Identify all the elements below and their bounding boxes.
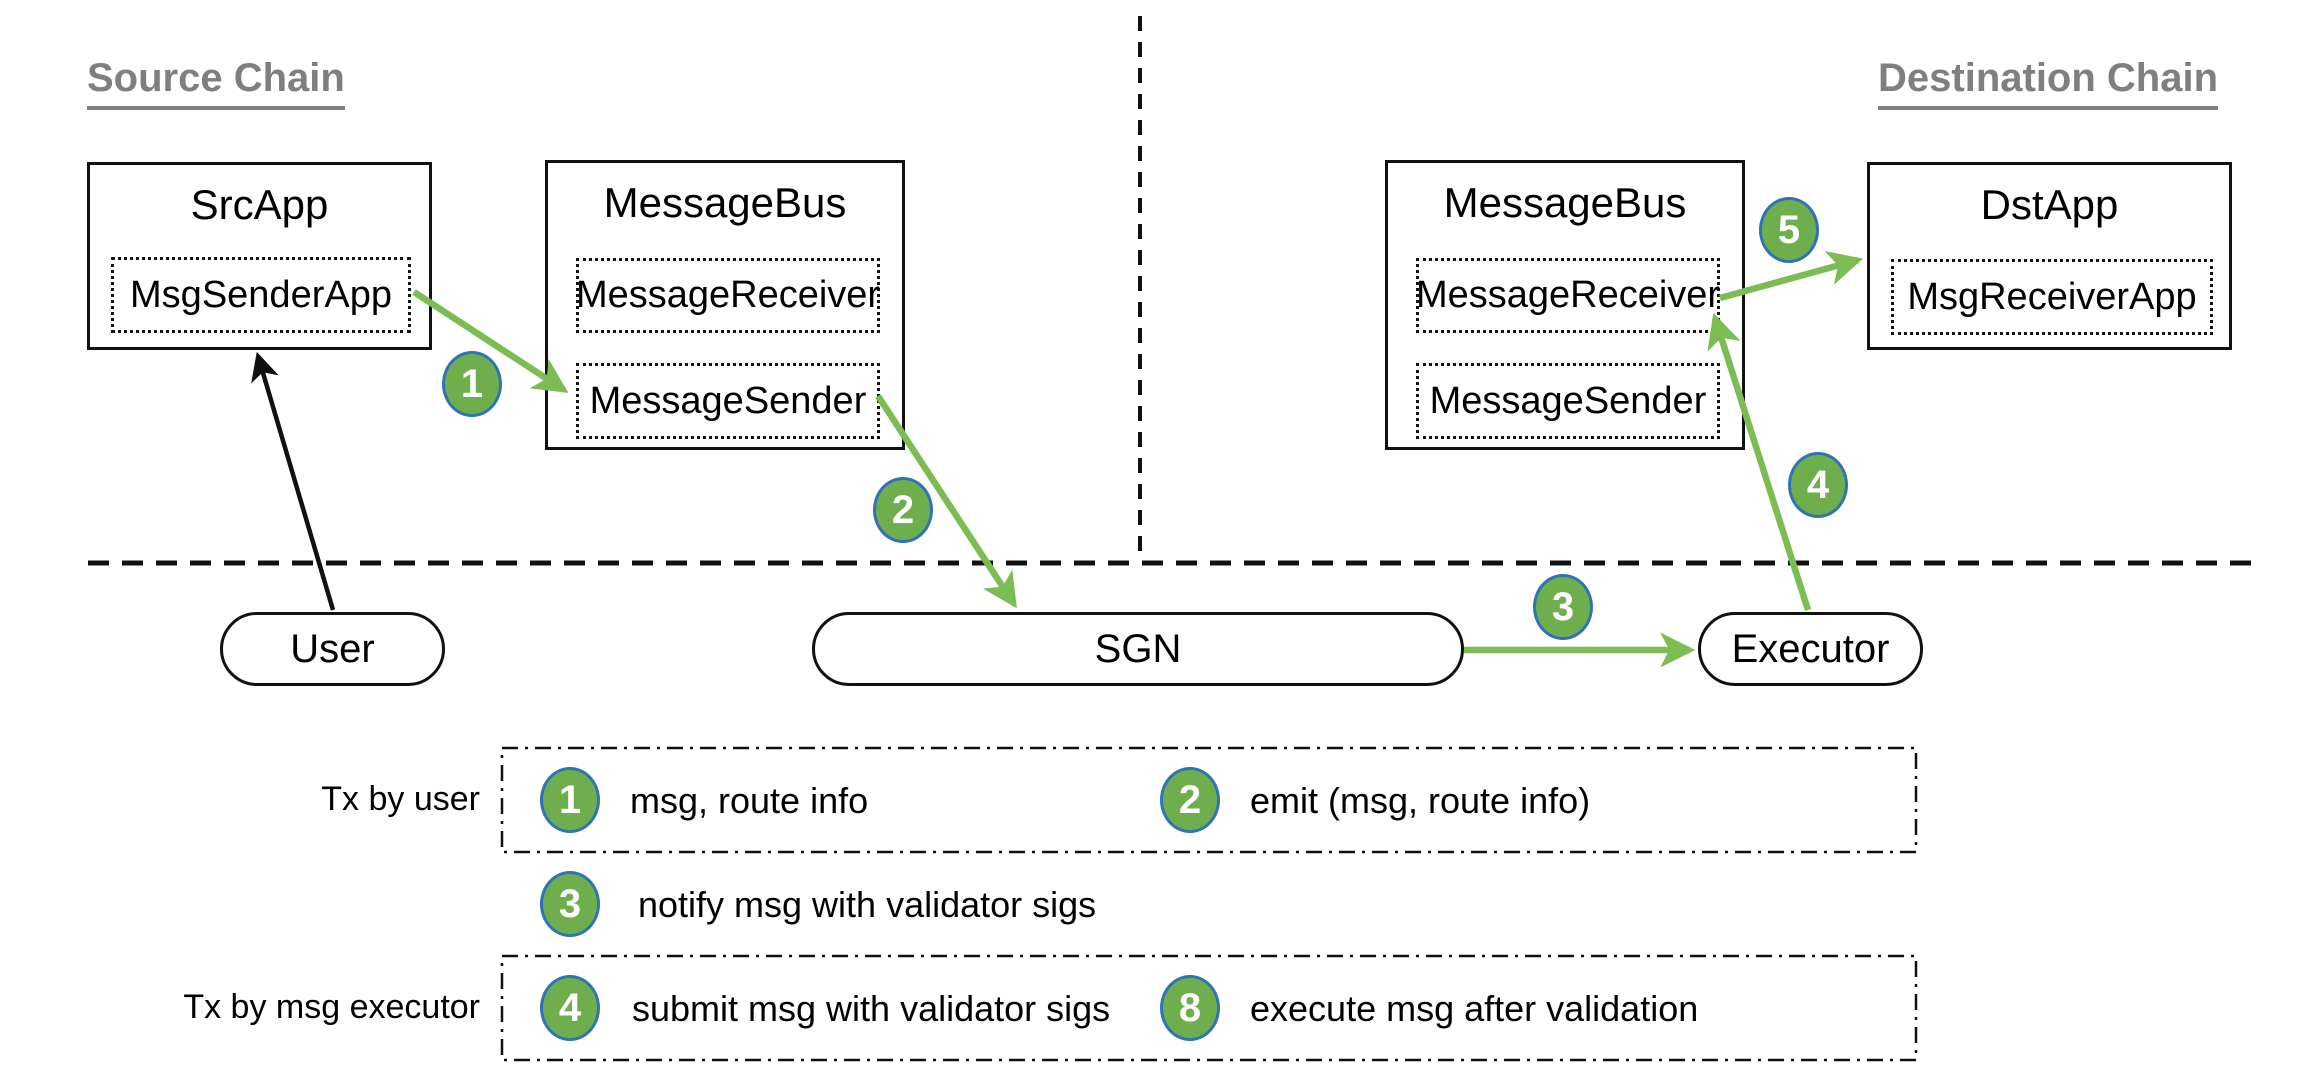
flow-badge-step4: 4	[1788, 452, 1848, 518]
legend-badge-step3: 3	[540, 871, 600, 937]
legend-text-step3: notify msg with validator sigs	[638, 884, 1097, 925]
message-bus-source-node: MessageBus MessageReceiver MessageSender	[545, 160, 905, 450]
user-to-srcapp-arrow	[251, 351, 336, 611]
legend-text-step8: execute msg after validation	[1250, 988, 1699, 1029]
dst-app-node: DstApp MsgReceiverApp	[1867, 162, 2232, 350]
legend-label-tx-by-executor: Tx by msg executor	[183, 988, 480, 1026]
dst-app-title: DstApp	[1980, 181, 2119, 228]
legend-label-tx-by-user: Tx by user	[321, 780, 480, 818]
user-pill: User	[220, 612, 445, 686]
legend-badge-step8: 8	[1160, 975, 1220, 1041]
flow-badge-step3: 3	[1533, 574, 1593, 640]
executor-pill: Executor	[1698, 612, 1923, 686]
flow-badge-step2: 2	[873, 477, 933, 543]
legend-badge-step4: 4	[540, 975, 600, 1041]
sgn-pill: SGN	[812, 612, 1464, 686]
msg-receiver-app-module: MsgReceiverApp	[1891, 259, 2213, 335]
message-receiver-destination-module: MessageReceiver	[1416, 258, 1720, 333]
src-app-node: SrcApp MsgSenderApp	[87, 162, 432, 350]
message-bus-source-title: MessageBus	[603, 179, 847, 226]
message-sender-destination-module: MessageSender	[1416, 363, 1720, 439]
flow-badge-step5: 5	[1759, 197, 1819, 263]
legend-text-step1: msg, route info	[630, 780, 869, 821]
destination-chain-heading: Destination Chain	[1878, 56, 2219, 110]
message-receiver-source-module: MessageReceiver	[576, 258, 880, 333]
flow-badge-step1: 1	[442, 351, 502, 417]
legend-badge-step1: 1	[540, 767, 600, 833]
msg-sender-app-module: MsgSenderApp	[111, 257, 411, 333]
message-bus-destination-node: MessageBus MessageReceiver MessageSender	[1385, 160, 1745, 450]
legend-badge-step2: 2	[1160, 767, 1220, 833]
legend-text-step4: submit msg with validator sigs	[632, 988, 1111, 1029]
legend-text-step2: emit (msg, route info)	[1250, 780, 1591, 821]
src-app-title: SrcApp	[190, 181, 329, 228]
source-chain-heading: Source Chain	[87, 56, 345, 110]
message-bus-destination-title: MessageBus	[1443, 179, 1687, 226]
message-sender-source-module: MessageSender	[576, 363, 880, 439]
